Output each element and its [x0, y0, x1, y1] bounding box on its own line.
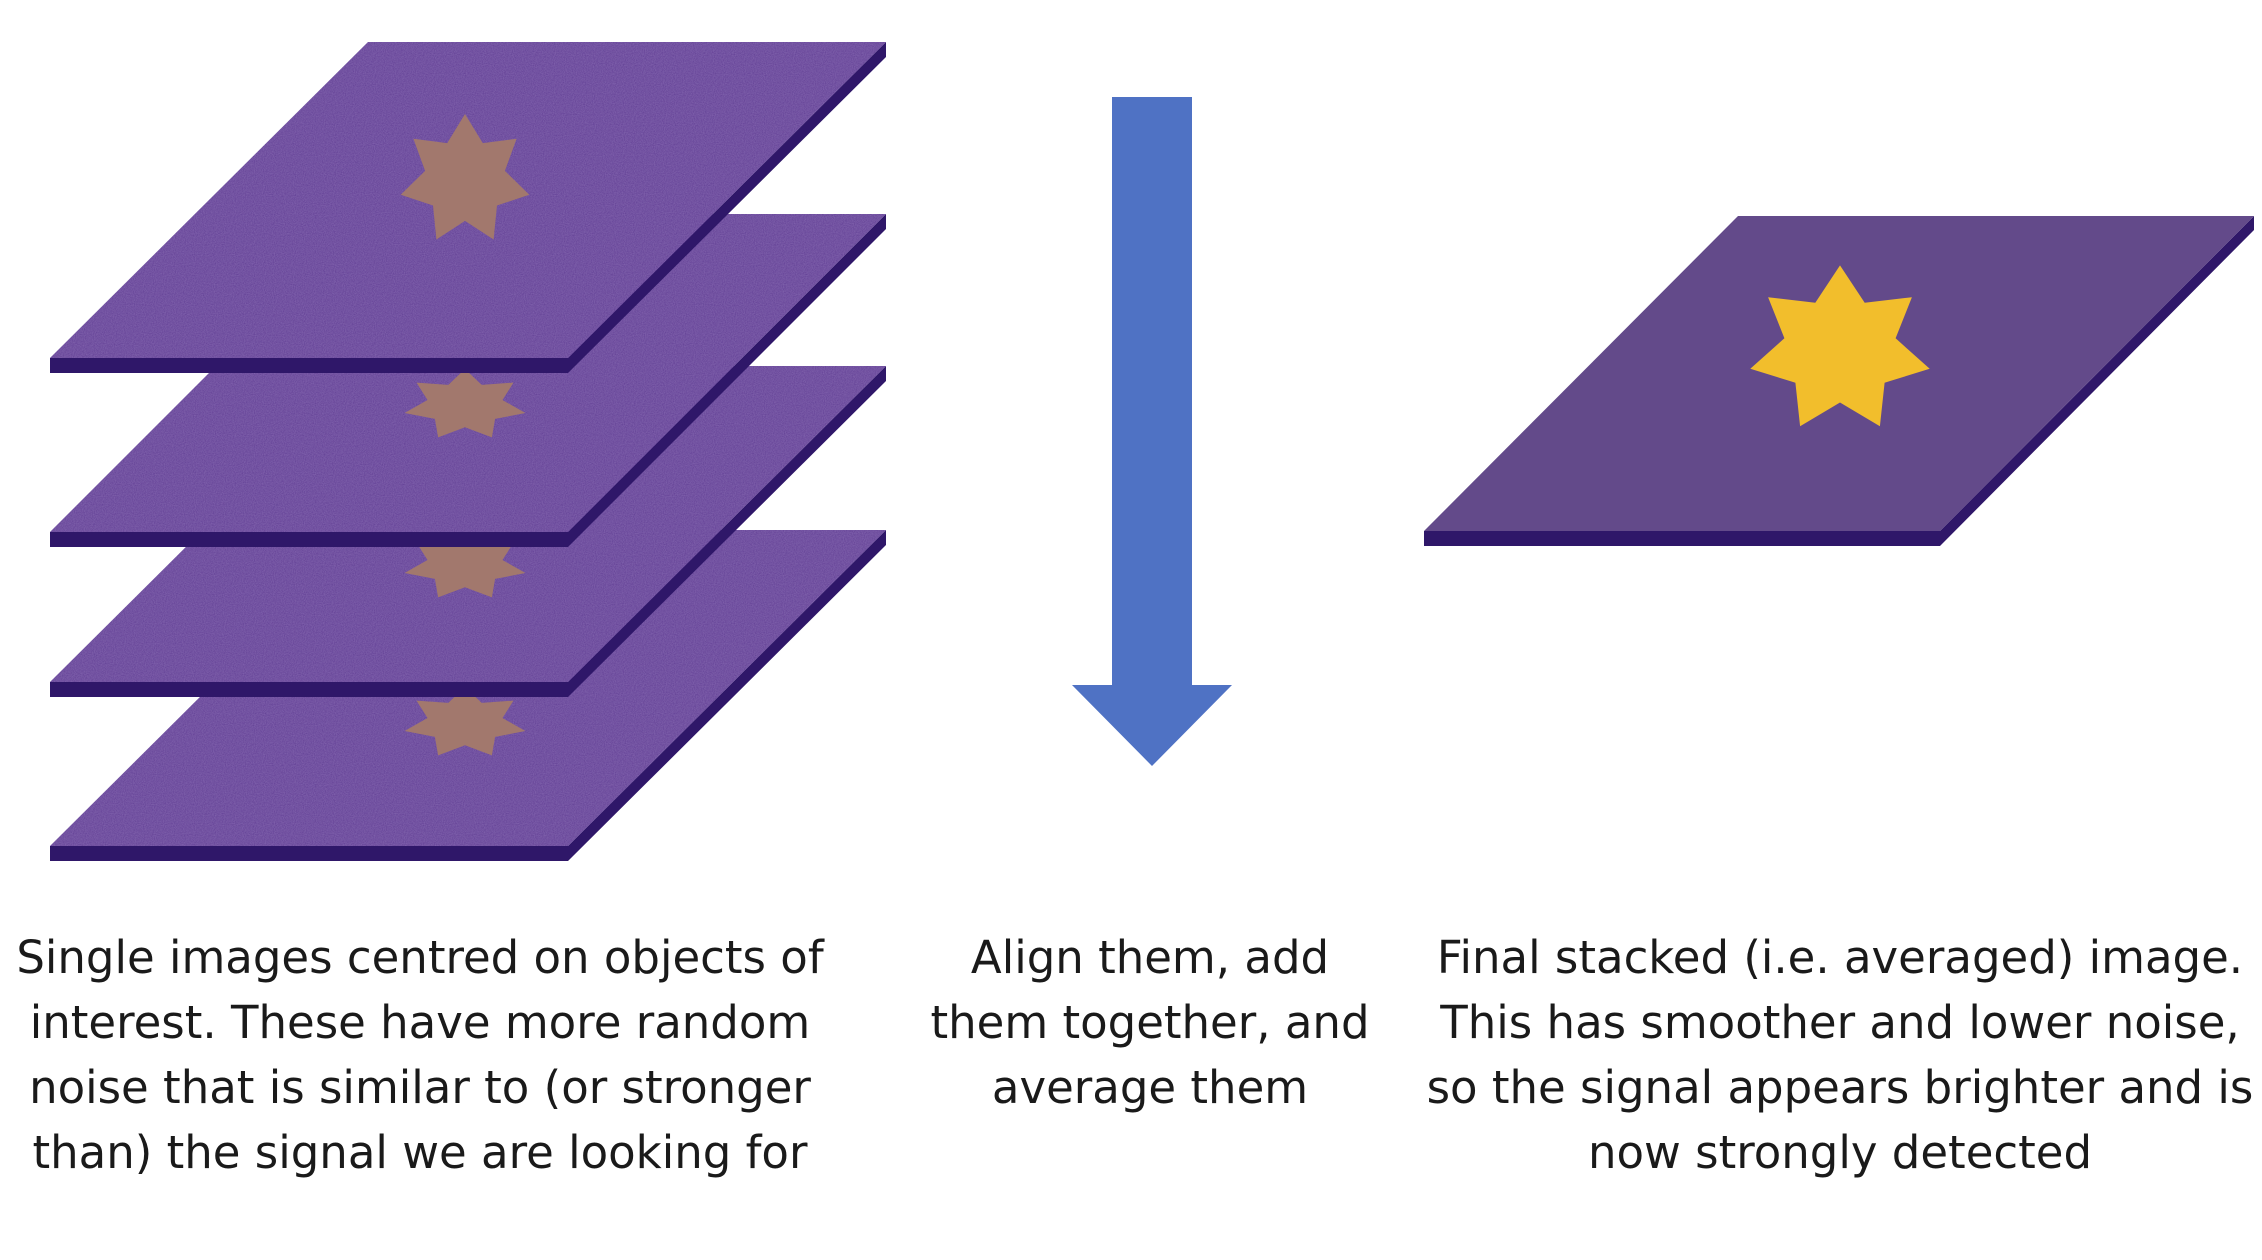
- single-images-caption: Single images centred on objects of inte…: [16, 931, 824, 1179]
- final-stacked-plate: [1424, 216, 2254, 546]
- faint-star-icon: [404, 687, 526, 756]
- faint-star-icon: [404, 369, 526, 438]
- faint-star-icon: [400, 114, 530, 240]
- arrow-down-icon: [1072, 97, 1232, 766]
- align-average-caption: Align them, add them together, and avera…: [930, 931, 1370, 1114]
- bright-star-icon: [1750, 265, 1930, 427]
- single-image-stack: [50, 42, 886, 861]
- final-stacked-caption: Final stacked (i.e. averaged) image. Thi…: [1426, 931, 2254, 1179]
- single-image-plate-1: [50, 42, 886, 373]
